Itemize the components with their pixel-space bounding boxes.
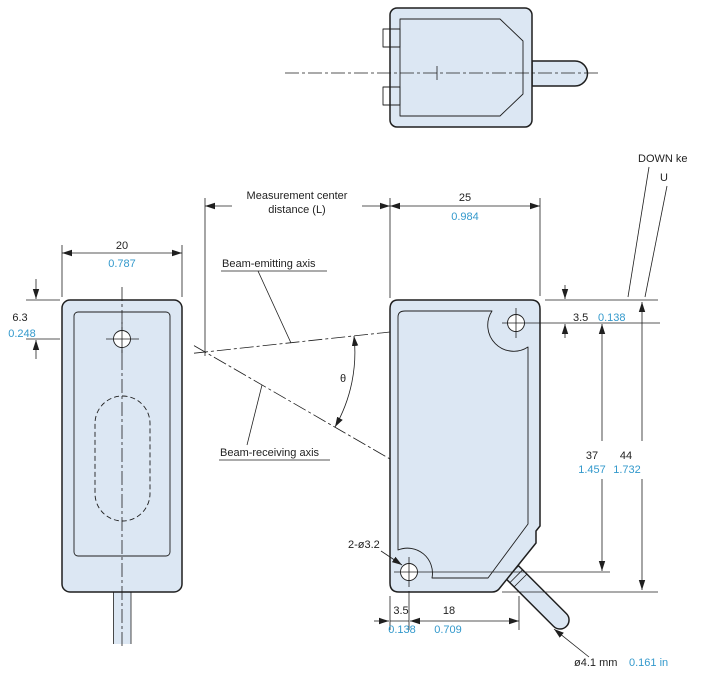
dim-body-depth-mm: 25 (459, 192, 471, 204)
cable-dia-note-in: 0.161 in (629, 657, 668, 669)
dim-front-width-in: 0.787 (108, 258, 136, 270)
beam-receiving-leader (246, 384, 263, 446)
mounting-holes-leader (380, 550, 403, 566)
dim-bottom-hole-in: 0.138 (388, 624, 416, 636)
dim-bottom-span-mm: 18 (443, 605, 455, 617)
dim-hole-pitch-in: 1.457 (578, 464, 606, 476)
dim-body-height-in: 1.732 (613, 464, 641, 476)
up-key-leader (644, 185, 668, 298)
dim-hole-pitch-mm: 37 (586, 450, 598, 462)
beam-receiving-axis-line (193, 345, 391, 460)
dim-bottom-hole-mm: 3.5 (393, 605, 408, 617)
annotations: 20 0.787 6.3 0.248 Measurement center di… (8, 153, 687, 669)
dim-body-height-mm: 44 (620, 450, 632, 462)
measurement-center-label-line2: distance (L) (268, 204, 325, 216)
measurement-center-label-line1: Measurement center (247, 190, 348, 202)
theta-symbol: θ (340, 373, 346, 385)
front-view-lens-window-dashed (94, 395, 151, 522)
dim-hole-offset-mm: 6.3 (12, 312, 27, 324)
beam-emitting-axis-line (193, 331, 391, 354)
down-key-label: DOWN ke (638, 153, 688, 165)
theta-angle-arc (334, 335, 359, 428)
side-view-inner-contour (397, 310, 529, 579)
side-view (193, 166, 668, 658)
dim-top-hole-mm: 3.5 (573, 312, 588, 324)
top-view-cable (531, 60, 589, 87)
top-view (285, 7, 600, 128)
cable-band (513, 573, 528, 588)
up-key-label: U (660, 172, 668, 184)
dim-body-depth-in: 0.984 (451, 211, 479, 223)
mounting-holes-note: 2-ø3.2 (348, 539, 380, 551)
beam-receiving-axis-label: Beam-receiving axis (220, 447, 320, 459)
cable-dia-leader (553, 628, 590, 658)
beam-emitting-axis-label: Beam-emitting axis (222, 258, 316, 270)
beam-emitting-leader (257, 270, 292, 344)
top-view-body (389, 7, 533, 128)
dim-hole-offset-in: 0.248 (8, 328, 36, 340)
dim-top-hole-in: 0.138 (598, 312, 626, 324)
dim-bottom-span-in: 0.709 (434, 624, 462, 636)
cable-dia-note-mm: ø4.1 mm (574, 657, 617, 669)
side-view-cable (504, 564, 570, 630)
down-key-leader (627, 166, 650, 298)
dim-front-width-mm: 20 (116, 240, 128, 252)
front-view (26, 245, 183, 648)
side-view-body (389, 299, 541, 593)
top-view-inner-contour (399, 18, 524, 117)
